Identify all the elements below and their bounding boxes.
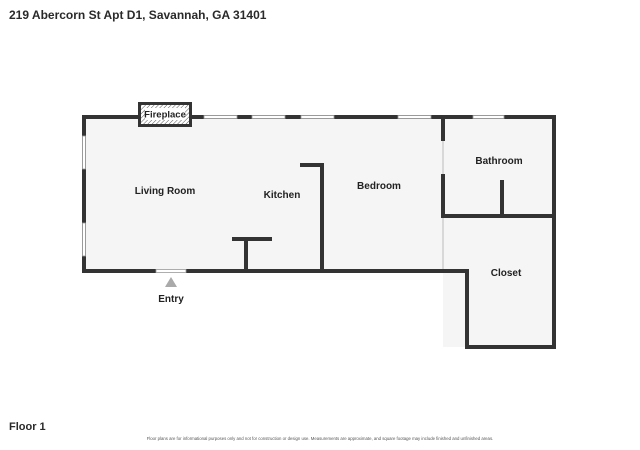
interior-walls: [232, 115, 556, 271]
property-address: 219 Abercorn St Apt D1, Savannah, GA 314…: [9, 8, 267, 22]
window: [82, 135, 86, 170]
room-label-bedroom: Bedroom: [357, 181, 401, 192]
windows: [82, 115, 505, 273]
fireplace-label: Fireplace: [144, 110, 186, 121]
room-label-kitchen: Kitchen: [264, 190, 301, 201]
floor-area: [84, 117, 554, 347]
entry-opening: [155, 269, 187, 273]
window: [203, 115, 238, 119]
room-label-closet: Closet: [491, 268, 522, 279]
window: [472, 115, 505, 119]
fireplace: Fireplace: [138, 102, 192, 127]
window: [251, 115, 286, 119]
room-label-entry: Entry: [158, 294, 184, 305]
disclaimer-text: Floor plans are for informational purpos…: [146, 436, 494, 441]
room-label-living-room: Living Room: [135, 186, 196, 197]
window: [82, 222, 86, 257]
window: [397, 115, 432, 119]
room-label-bathroom: Bathroom: [475, 156, 522, 167]
window: [300, 115, 335, 119]
floor-label: Floor 1: [9, 421, 46, 433]
entry-arrow-icon: [165, 277, 177, 287]
